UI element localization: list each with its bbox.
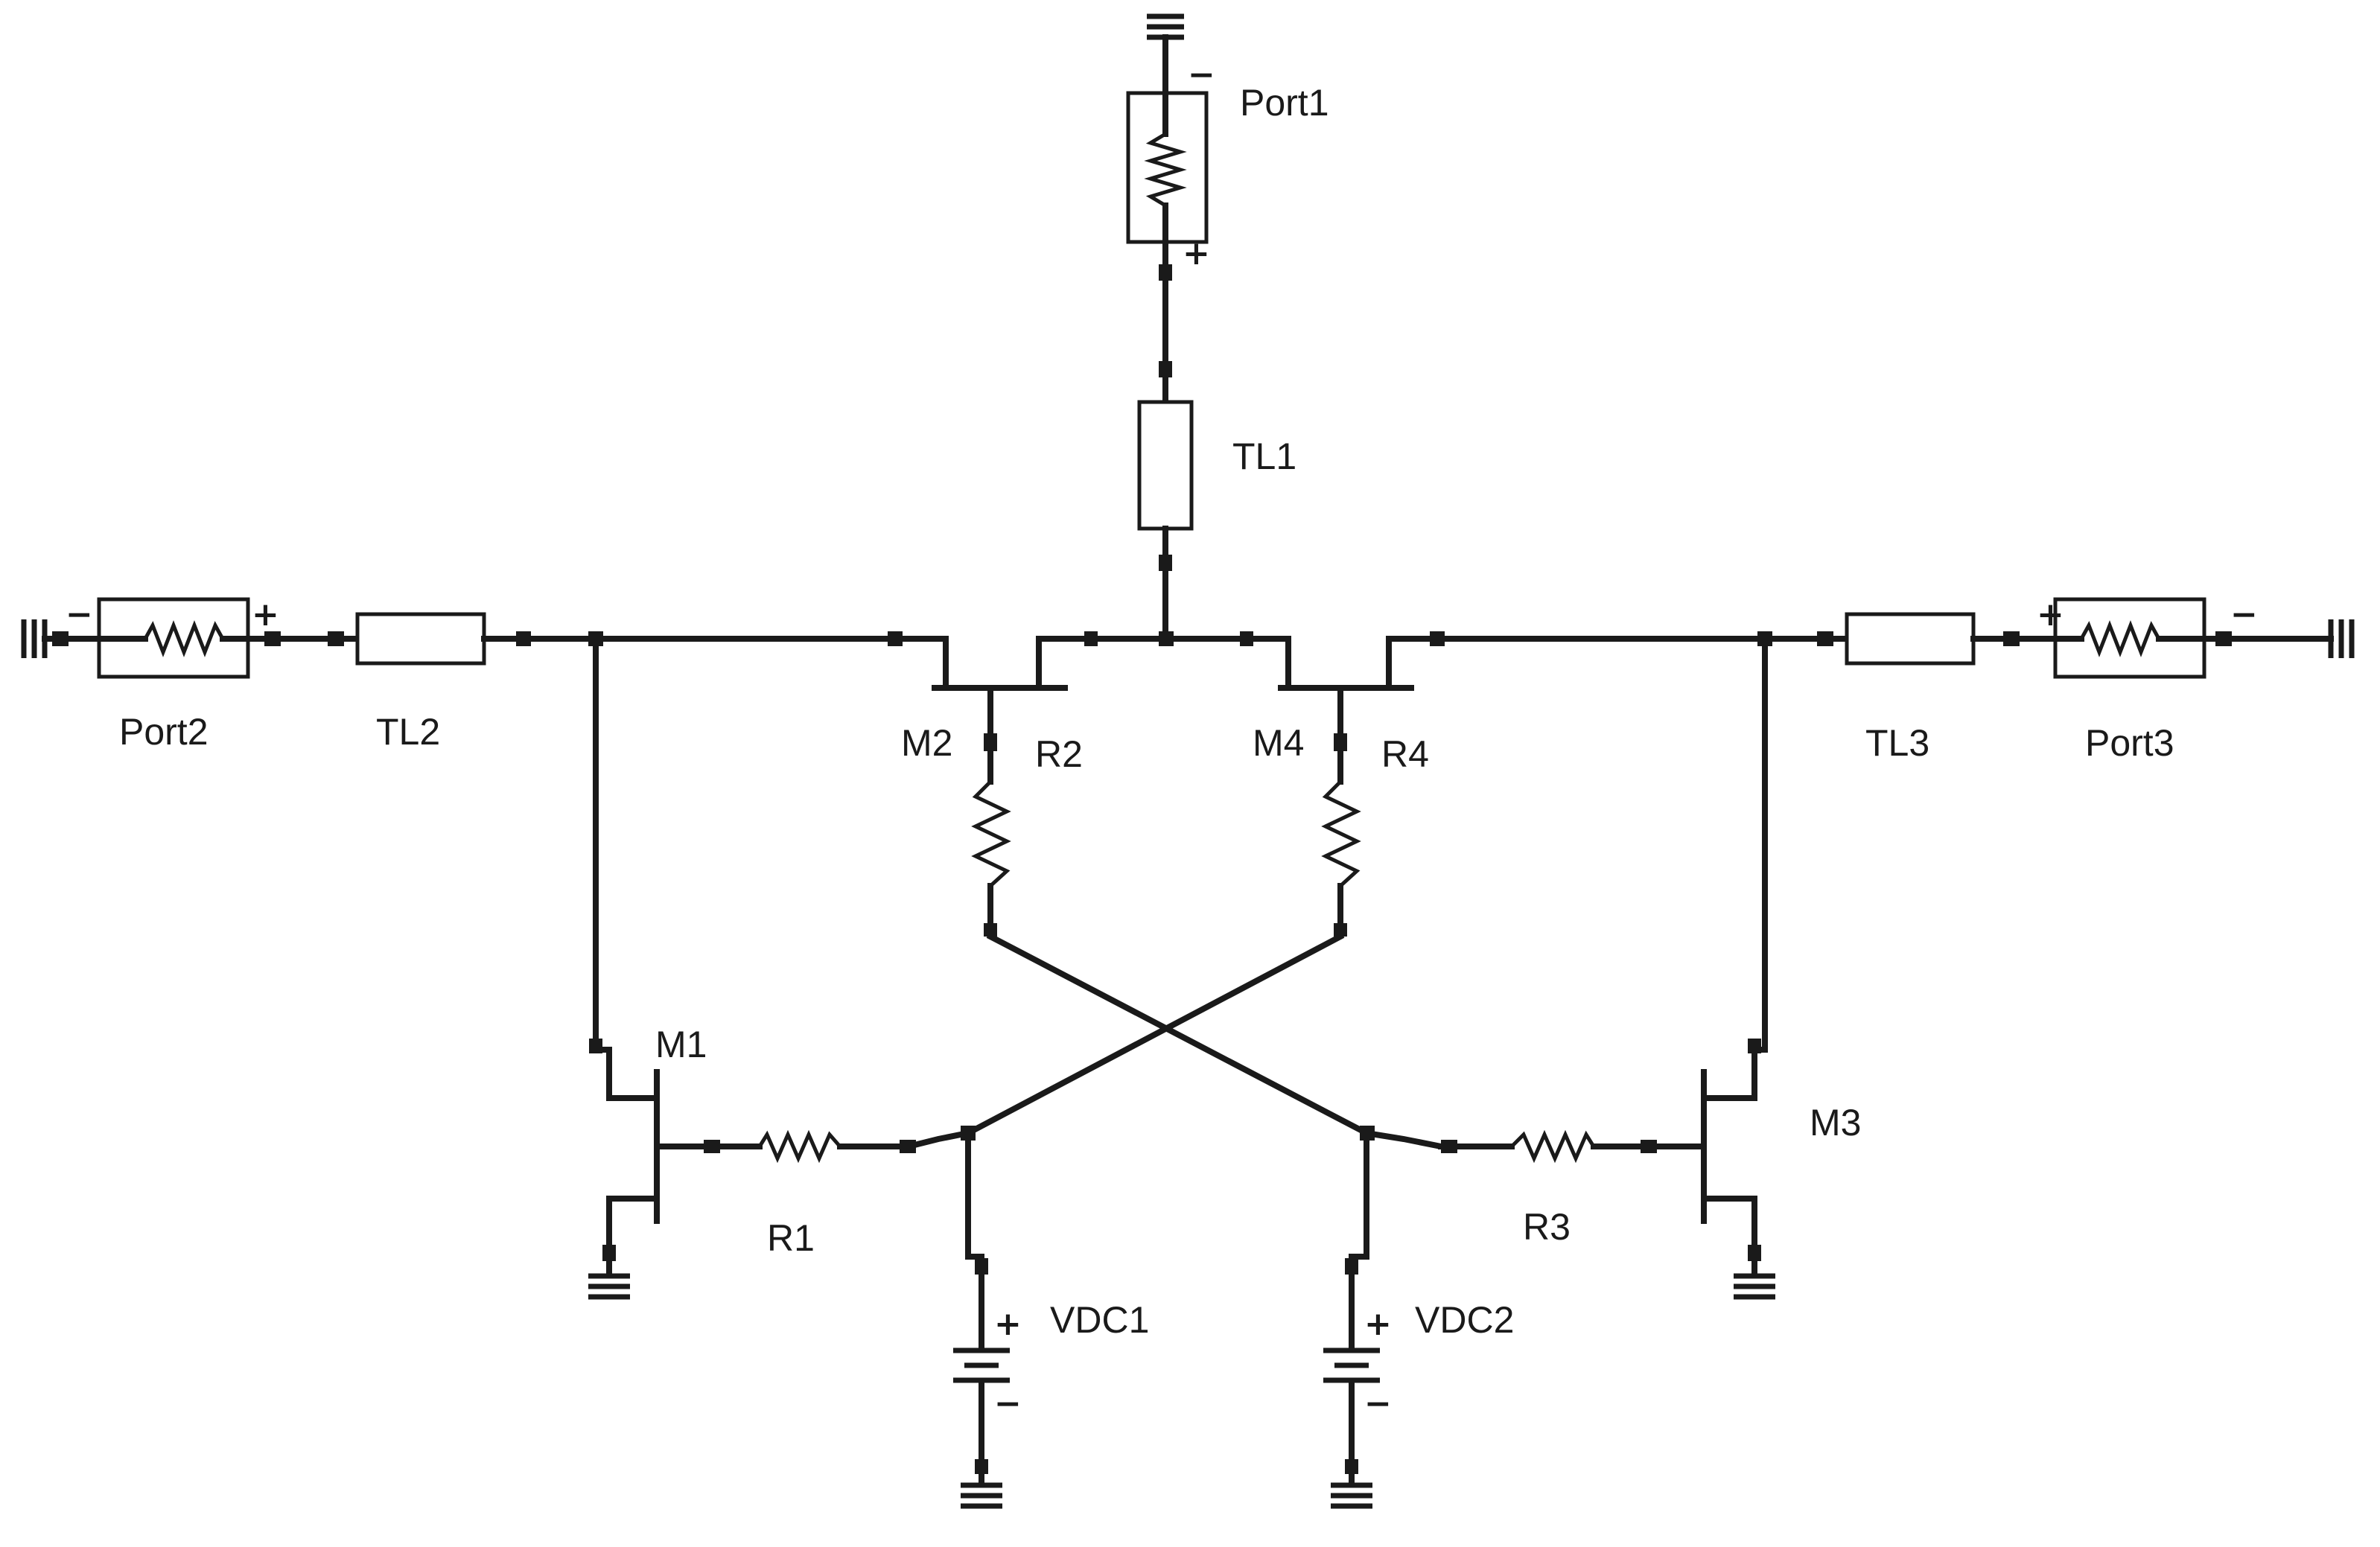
m3-label: M3 <box>1810 1102 1861 1143</box>
r4-resistor-symbol[interactable] <box>1321 780 1361 887</box>
port1-ground-symbol <box>1147 13 1184 40</box>
cross-wire-r2-to-vdc2 <box>986 932 1371 1138</box>
port2-ground-symbol <box>21 619 48 658</box>
vdc1-minus-sign: − <box>994 1385 1022 1423</box>
port2-label: Port2 <box>119 711 209 753</box>
cross-wire-r4-to-vdc1 <box>964 932 1345 1138</box>
vdc1-ground-symbol <box>961 1482 1002 1509</box>
port1-minus-sign: − <box>1188 56 1215 94</box>
r2-label: R2 <box>1035 733 1083 775</box>
vdc2-label: VDC2 <box>1415 1299 1514 1341</box>
r3-label: R3 <box>1523 1206 1571 1248</box>
port1-resistor-symbol <box>1144 132 1187 208</box>
vdc2-ground-symbol <box>1331 1482 1372 1509</box>
port2-minus-sign: − <box>66 596 93 634</box>
r4-label: R4 <box>1381 733 1429 775</box>
port3-minus-sign: − <box>2230 596 2258 634</box>
tl3-label: TL3 <box>1865 722 1929 764</box>
port3-resistor-symbol <box>2079 620 2161 657</box>
port3-ground-symbol <box>2328 619 2355 658</box>
port1-label: Port1 <box>1240 82 1329 124</box>
tl1-transmission-line[interactable] <box>1137 400 1194 531</box>
r2-resistor-symbol[interactable] <box>971 780 1011 887</box>
m3-ground-symbol <box>1734 1245 1775 1300</box>
vdc1-battery[interactable] <box>953 1322 1010 1484</box>
m2-label: M2 <box>901 722 952 764</box>
tl2-transmission-line[interactable] <box>355 612 486 666</box>
vdc1-plus-sign: + <box>994 1305 1022 1343</box>
m1-transistor[interactable] <box>606 1069 748 1254</box>
m1-label: M1 <box>655 1024 707 1065</box>
r3-resistor-symbol[interactable] <box>1510 1129 1596 1164</box>
tl3-transmission-line[interactable] <box>1845 612 1976 666</box>
tl2-label: TL2 <box>376 711 440 753</box>
vdc2-plus-sign: + <box>1364 1305 1392 1343</box>
m1-ground-symbol <box>588 1245 630 1300</box>
m4-label: M4 <box>1253 722 1304 764</box>
port2-plus-sign: + <box>252 596 279 634</box>
vdc1-label: VDC1 <box>1050 1299 1149 1341</box>
port1-plus-sign: + <box>1183 235 1210 272</box>
port2-resistor-symbol <box>143 620 225 657</box>
vdc2-minus-sign: − <box>1364 1385 1392 1423</box>
r1-resistor-symbol[interactable] <box>757 1129 841 1164</box>
tl1-label: TL1 <box>1232 436 1296 477</box>
r1-label: R1 <box>767 1217 815 1259</box>
port3-plus-sign: + <box>2037 596 2064 634</box>
port3-label: Port3 <box>2085 722 2174 764</box>
